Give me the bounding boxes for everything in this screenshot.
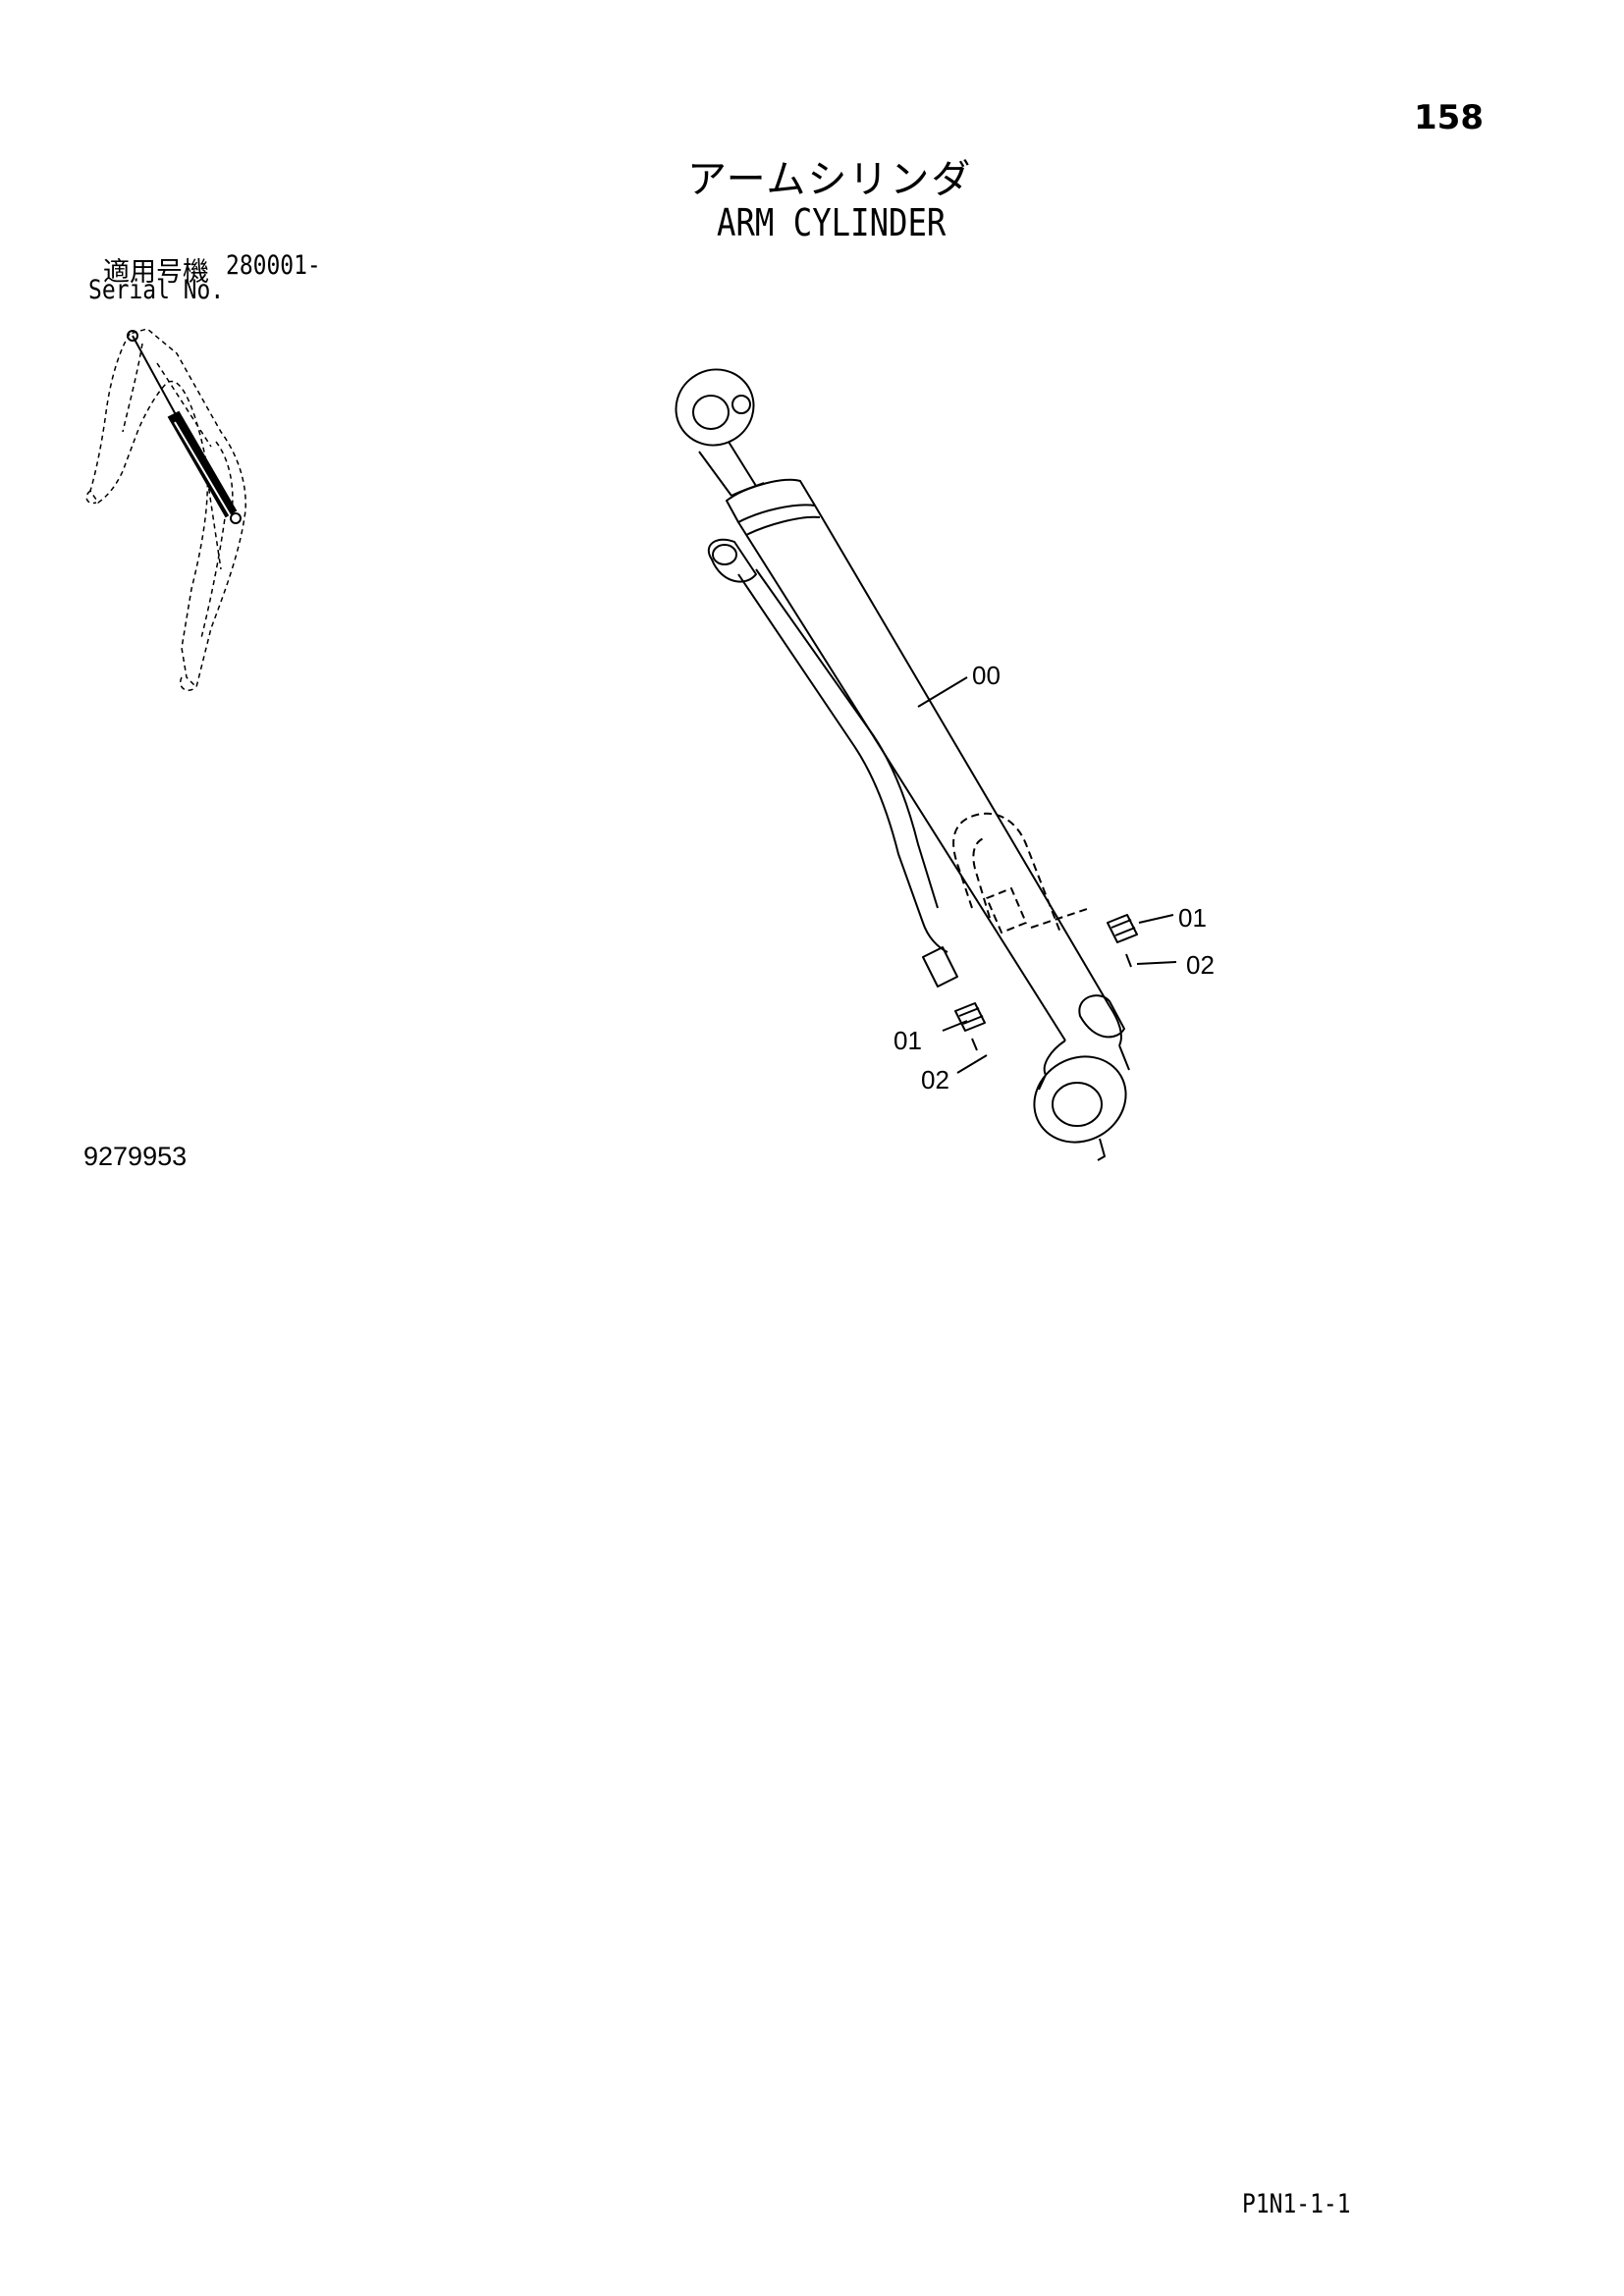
callout-cylinder: 00 — [972, 661, 1001, 690]
callout-oring-right: 02 — [1186, 950, 1215, 980]
page-title-japanese: アームシリンダ — [687, 157, 973, 202]
serial-label-english: Serial No. — [88, 275, 225, 305]
serial-label-japanese: 適用号機 — [103, 257, 209, 288]
page-title-english: ARM CYLINDER — [717, 201, 947, 244]
drawing-number: 9279953 — [83, 1142, 188, 1171]
footer-page-code: P1N1-1-1 — [1242, 2189, 1351, 2219]
callout-oring-left: 02 — [921, 1065, 949, 1095]
serial-range: 280001- — [226, 250, 321, 281]
callout-fitting-left: 01 — [893, 1026, 922, 1055]
page-number: 158 — [1414, 98, 1484, 137]
callout-fitting-right: 01 — [1178, 903, 1207, 933]
